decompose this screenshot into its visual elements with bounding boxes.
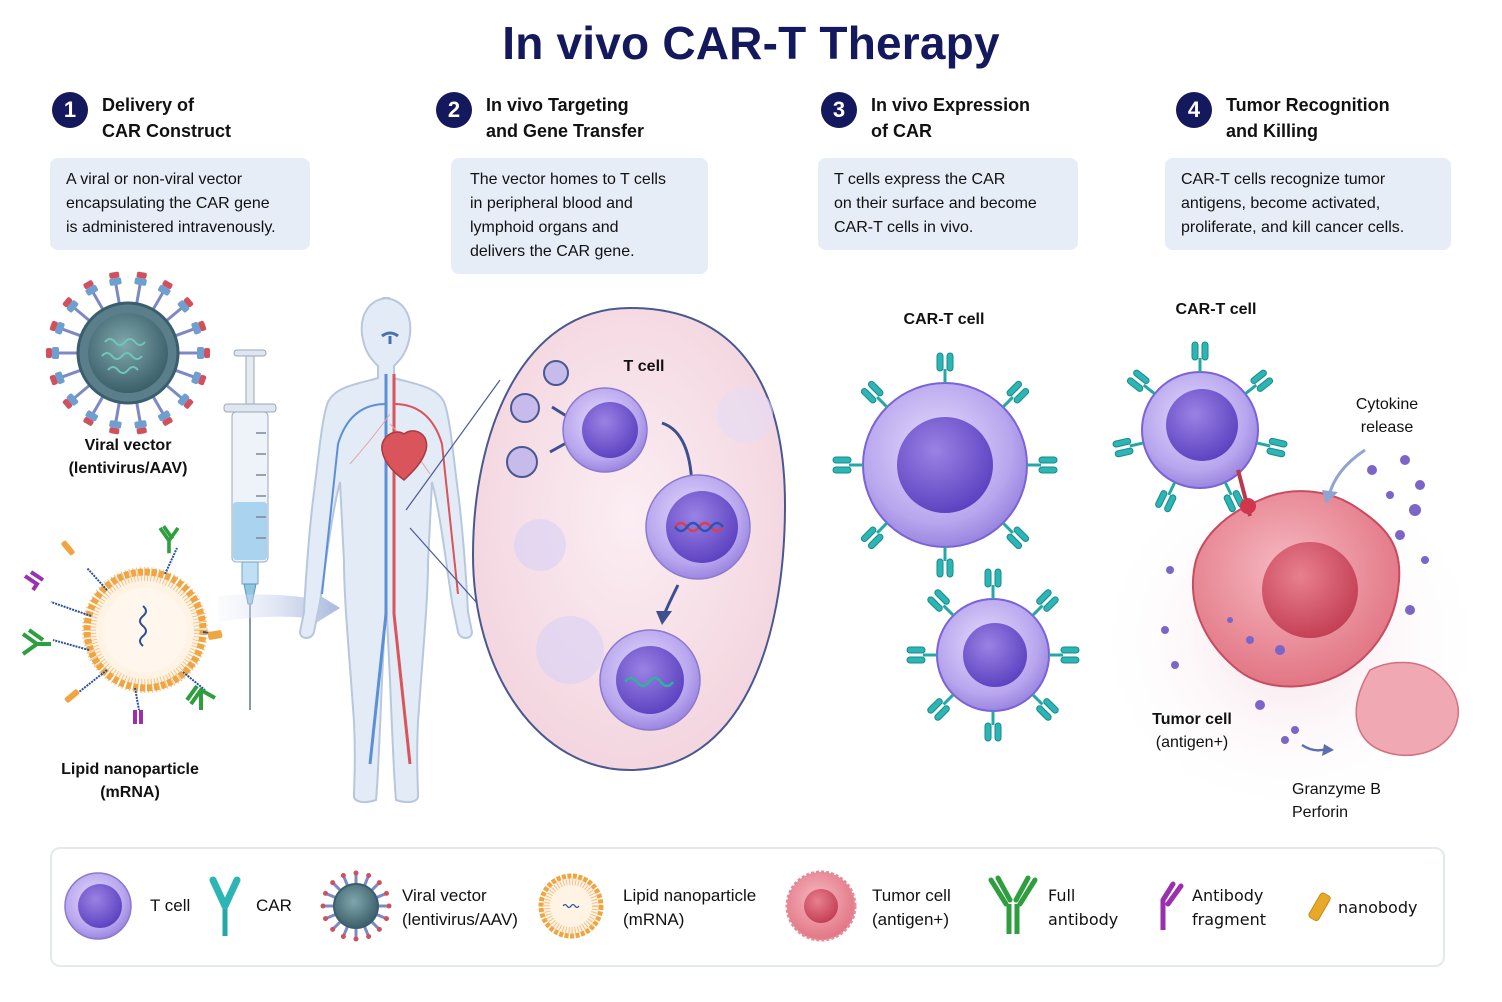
tumor-cell-label: Tumor cell (antigen+) bbox=[1142, 708, 1242, 754]
legend-label-t-cell: T cell bbox=[150, 896, 191, 915]
car-receptor bbox=[1025, 455, 1059, 475]
legend-label-car: CAR bbox=[256, 896, 292, 915]
cytokine-particle bbox=[1171, 661, 1179, 669]
viral-spike bbox=[158, 280, 173, 296]
viral-spike bbox=[134, 271, 147, 286]
legend-label-antibody-fragment: Antibody fragment bbox=[1192, 886, 1267, 929]
cytokine-particle bbox=[1281, 736, 1289, 744]
car-t-cell-label-step3: CAR-T cell bbox=[903, 311, 985, 328]
viral-spike bbox=[62, 297, 79, 313]
legend-lipid-nanoparticle-icon bbox=[538, 873, 604, 939]
lipid-nanoparticle-illustration bbox=[21, 525, 223, 724]
step-4-description: CAR-T cells recognize tumor antigens, be… bbox=[1165, 158, 1451, 250]
cytokine-particle bbox=[1386, 491, 1394, 499]
cytokine-particle bbox=[1409, 504, 1421, 516]
human-body-illustration bbox=[298, 297, 474, 804]
viral-vector-illustration bbox=[46, 271, 210, 435]
car-receptor bbox=[905, 645, 939, 665]
cytokine-particle bbox=[1255, 700, 1265, 710]
viral-spike bbox=[109, 420, 122, 435]
viral-vector-label: Viral vector (lentivirus/AAV) bbox=[68, 437, 188, 477]
cytokine-particle bbox=[1161, 626, 1169, 634]
step-2-header: 2 In vivo Targeting and Gene Transfer bbox=[436, 92, 644, 144]
step-title: In vivo Targeting and Gene Transfer bbox=[486, 95, 645, 141]
car-receptor bbox=[935, 351, 955, 385]
viral-spike bbox=[46, 347, 59, 359]
t-cell-zoom-panel bbox=[471, 306, 787, 772]
legend-label-viral-vector: Viral vector (lentivirus/AAV) bbox=[402, 886, 518, 929]
legend-label-nanobody: nanobody bbox=[1338, 898, 1418, 917]
viral-spike bbox=[177, 393, 194, 409]
syringe-illustration bbox=[223, 349, 277, 710]
step-3-description: T cells express the CAR on their surface… bbox=[818, 158, 1078, 250]
cytokine-particle bbox=[1421, 556, 1429, 564]
viral-spike bbox=[49, 371, 65, 386]
viral-spike bbox=[83, 280, 98, 296]
car-receptor bbox=[1190, 340, 1210, 374]
legend-full-antibody-icon bbox=[988, 875, 1038, 934]
legend-panel bbox=[50, 847, 1445, 967]
car-receptor bbox=[983, 709, 1003, 743]
step-1-description: A viral or non-viral vector encapsulatin… bbox=[50, 158, 310, 250]
viral-spike bbox=[134, 420, 147, 435]
cytokine-particle bbox=[1166, 566, 1174, 574]
cytokine-particle bbox=[1227, 617, 1233, 623]
tumor-killing-illustration bbox=[1110, 340, 1459, 756]
legend-car-icon bbox=[209, 876, 241, 936]
legend-label-lipid-nanoparticle: Lipid nanoparticle (mRNA) bbox=[623, 886, 757, 929]
step-4-header: 4 Tumor Recognition and Killing bbox=[1176, 92, 1390, 144]
car-receptor bbox=[983, 567, 1003, 601]
cytokine-particle bbox=[1275, 645, 1285, 655]
cytokine-particle bbox=[1291, 726, 1299, 734]
car-receptor bbox=[1047, 645, 1081, 665]
cytokine-particle bbox=[1246, 636, 1254, 644]
viral-spike bbox=[109, 271, 122, 286]
car-receptor bbox=[1110, 433, 1147, 459]
car-t-cell-large bbox=[831, 351, 1059, 579]
page-title: In vivo CAR-T Therapy bbox=[502, 17, 1000, 69]
viral-spike bbox=[191, 320, 207, 335]
viral-spike bbox=[191, 371, 207, 386]
viral-spike bbox=[158, 410, 173, 426]
legend-viral-vector-icon bbox=[320, 870, 392, 942]
viral-spike bbox=[197, 347, 210, 359]
cytokine-release-label: Cytokine release bbox=[1355, 396, 1419, 436]
cytokine-particle bbox=[1400, 455, 1410, 465]
step-1-header: 1 Delivery of CAR Construct bbox=[52, 92, 231, 144]
cytokine-particle bbox=[1367, 465, 1377, 475]
legend-label-tumor-cell: Tumor cell (antigen+) bbox=[872, 886, 951, 929]
legend-tumor-cell-icon bbox=[785, 870, 857, 942]
step-number-badge: 2 bbox=[436, 92, 472, 128]
t-cell-label: T cell bbox=[623, 358, 665, 375]
step-title: In vivo Expression of CAR bbox=[871, 95, 1031, 141]
cytokine-particle bbox=[1415, 480, 1425, 490]
step-title: Delivery of CAR Construct bbox=[102, 95, 231, 141]
step-2-description: The vector homes to T cells in periphera… bbox=[451, 158, 708, 274]
viral-spike bbox=[49, 320, 65, 335]
legend-label-full-antibody: Full antibody bbox=[1048, 886, 1119, 929]
tumor-cell-label-sub: (antigen+) bbox=[1155, 734, 1229, 751]
step-title: Tumor Recognition and Killing bbox=[1226, 95, 1390, 141]
viral-spike bbox=[177, 297, 194, 313]
tumor-cell-label-title: Tumor cell bbox=[1152, 711, 1232, 728]
granzyme-perforin-label: Granzyme B Perforin bbox=[1292, 781, 1381, 821]
viral-spike bbox=[83, 410, 98, 426]
car-t-cell-label-step4: CAR-T cell bbox=[1175, 301, 1257, 318]
car-receptor bbox=[831, 455, 865, 475]
legend-t-cell-icon bbox=[64, 872, 132, 940]
car-receptor bbox=[1253, 433, 1290, 459]
step-3-header: 3 In vivo Expression of CAR bbox=[821, 92, 1030, 144]
step-number-badge: 1 bbox=[52, 92, 88, 128]
virus-particle bbox=[506, 360, 569, 478]
car-t-cell-small bbox=[905, 567, 1081, 743]
legend-antibody-fragment-icon bbox=[1160, 881, 1184, 930]
lipid-nanoparticle-label: Lipid nanoparticle (mRNA) bbox=[61, 761, 199, 801]
step-number-badge: 4 bbox=[1176, 92, 1212, 128]
cytokine-particle bbox=[1395, 530, 1405, 540]
cytokine-particle bbox=[1405, 605, 1415, 615]
step-number-badge: 3 bbox=[821, 92, 857, 128]
legend-nanobody-icon bbox=[1308, 892, 1331, 922]
viral-spike bbox=[62, 393, 79, 409]
